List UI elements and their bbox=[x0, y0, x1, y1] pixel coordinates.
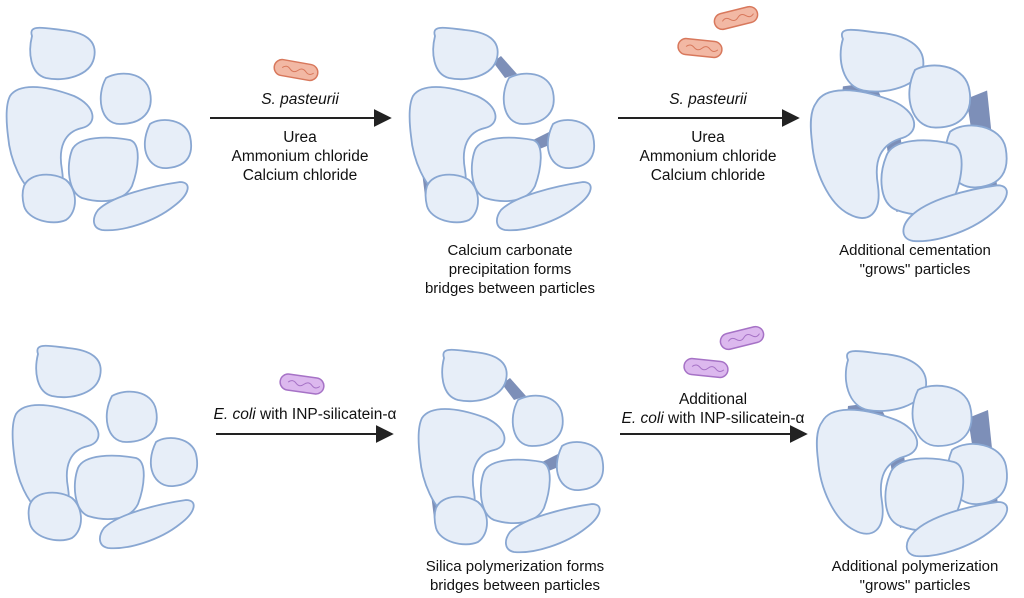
particle bbox=[424, 173, 479, 224]
arrow-3-label: E. coli with INP-silicatein-α bbox=[180, 405, 430, 424]
cemented-particle-cluster-top bbox=[809, 28, 1008, 243]
particle bbox=[29, 26, 96, 81]
s-pasteurii-bacterium-icon bbox=[273, 58, 319, 82]
particle bbox=[511, 394, 564, 447]
particle bbox=[908, 64, 971, 129]
organism-label: S. pasteurii bbox=[261, 91, 339, 108]
reagent-label: Ammonium chloride bbox=[231, 148, 369, 165]
loose-particle-cluster-bottom bbox=[11, 344, 199, 550]
caption-line: bridges between particles bbox=[429, 577, 601, 594]
organism-label: S. pasteurii bbox=[669, 91, 747, 108]
arrow-4-label: Additional E. coli with INP-silicatein-α bbox=[588, 390, 838, 428]
particle bbox=[546, 119, 596, 170]
particle bbox=[35, 344, 102, 399]
particle bbox=[911, 384, 973, 447]
arrow-2-label: S. pasteurii bbox=[618, 90, 798, 109]
caption-line: Silica polymerization forms bbox=[425, 558, 605, 575]
particle bbox=[479, 458, 551, 525]
caption-calcium-carbonate: Calcium carbonate precipitation forms br… bbox=[395, 241, 625, 298]
particle bbox=[555, 441, 605, 492]
particle bbox=[27, 491, 82, 542]
organism-detail: with INP-silicatein-α bbox=[663, 410, 805, 427]
particle bbox=[105, 390, 158, 443]
particle bbox=[432, 26, 499, 81]
particle bbox=[502, 72, 555, 125]
reagent-label: Calcium chloride bbox=[650, 167, 766, 184]
s-pasteurii-bacterium-icon bbox=[713, 5, 759, 31]
bridge bbox=[493, 56, 517, 78]
arrow-1-label: S. pasteurii bbox=[210, 90, 390, 109]
caption-additional-cementation: Additional cementation "grows" particles bbox=[808, 241, 1022, 279]
caption-line: Calcium carbonate bbox=[447, 242, 573, 259]
caption-line: Additional cementation bbox=[839, 242, 991, 259]
reagent-label: Calcium chloride bbox=[242, 167, 358, 184]
particle bbox=[99, 72, 152, 125]
reagent-label: Urea bbox=[691, 129, 725, 146]
bridge bbox=[502, 378, 526, 400]
caption-line: precipitation forms bbox=[448, 261, 572, 278]
particle bbox=[470, 136, 542, 203]
caption-line: "grows" particles bbox=[859, 577, 971, 594]
particle bbox=[67, 136, 139, 203]
organism-label: E. coli bbox=[213, 406, 256, 423]
particle bbox=[815, 408, 919, 535]
organism-label: E. coli bbox=[621, 410, 664, 427]
s-pasteurii-bacterium-icon bbox=[677, 37, 723, 59]
reagent-label: Ammonium chloride bbox=[639, 148, 777, 165]
additional-label: Additional bbox=[678, 391, 748, 408]
reagent-label: Urea bbox=[283, 129, 317, 146]
particle bbox=[143, 119, 193, 170]
e-coli-bacterium-icon bbox=[683, 357, 729, 379]
e-coli-bacterium-icon bbox=[719, 325, 765, 351]
caption-additional-polymerization: Additional polymerization "grows" partic… bbox=[808, 557, 1022, 595]
particle bbox=[73, 454, 145, 521]
caption-silica-polymerization: Silica polymerization forms bridges betw… bbox=[400, 557, 630, 595]
particle bbox=[905, 501, 1008, 558]
particle bbox=[21, 173, 76, 224]
bridged-particle-cluster-top bbox=[408, 26, 596, 232]
caption-line: bridges between particles bbox=[424, 280, 596, 297]
caption-line: "grows" particles bbox=[859, 261, 971, 278]
bridged-particle-cluster-bottom bbox=[417, 348, 605, 554]
e-coli-bacterium-icon bbox=[279, 373, 325, 395]
arrow-1-reagents: Urea Ammonium chloride Calcium chloride bbox=[195, 128, 405, 185]
loose-particle-cluster-top bbox=[5, 26, 193, 232]
particle bbox=[902, 184, 1008, 243]
particle bbox=[433, 495, 488, 546]
particle bbox=[441, 348, 508, 403]
organism-detail: with INP-silicatein-α bbox=[255, 406, 397, 423]
particle bbox=[809, 89, 916, 219]
particle bbox=[149, 437, 199, 488]
caption-line: Additional polymerization bbox=[831, 558, 999, 575]
polymerized-particle-cluster-bottom bbox=[815, 350, 1008, 558]
arrow-2-reagents: Urea Ammonium chloride Calcium chloride bbox=[603, 128, 813, 185]
